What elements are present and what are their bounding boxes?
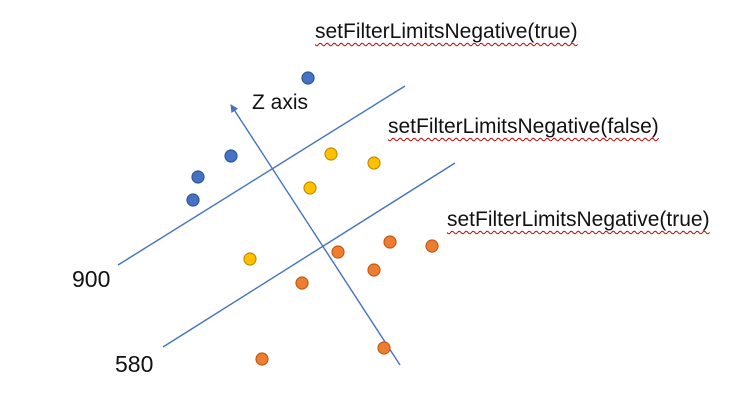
boundary-line-580 [162,162,456,348]
annotation-text: setFilterLimitsNegative(false) [388,115,659,138]
boundary-580-label: 580 [115,351,154,377]
z-axis-label: Z axis [252,91,309,114]
blue-cluster-point [191,170,205,184]
orange-cluster-point [383,235,397,249]
yellow-cluster-point [367,156,381,170]
orange-cluster-point [295,276,309,290]
yellow-cluster-point [303,181,317,195]
yellow-cluster-point [324,147,338,161]
orange-cluster-point [367,263,381,277]
orange-cluster-point [331,245,345,259]
z-axis-line [230,104,401,366]
annotation-text: setFilterLimitsNegative(true) [315,20,578,43]
annotation-filter-true-bottom: setFilterLimitsNegative(true) [447,208,710,231]
boundary-line-900 [117,85,406,266]
annotation-filter-false-middle: setFilterLimitsNegative(false) [388,115,659,138]
yellow-cluster-point [243,252,257,266]
blue-cluster-point [186,193,200,207]
annotation-filter-true-top: setFilterLimitsNegative(true) [315,20,578,43]
orange-cluster-point [377,341,391,355]
blue-cluster-point [224,149,238,163]
annotation-text: setFilterLimitsNegative(true) [447,208,710,231]
orange-cluster-point [255,352,269,366]
orange-cluster-point [425,239,439,253]
blue-cluster-point [301,71,315,85]
boundary-900-label: 900 [72,266,111,292]
